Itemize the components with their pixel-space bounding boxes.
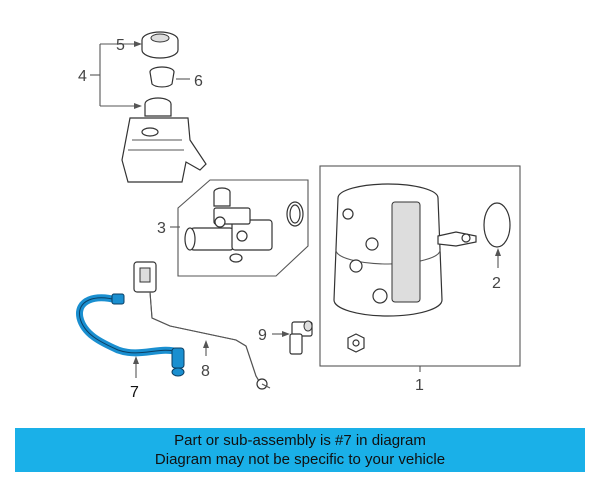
vacuum-sensor-part[interactable]: 9 — [258, 320, 313, 355]
info-banner: Part or sub-assembly is #7 in diagram Di… — [15, 428, 585, 472]
vacuum-line-part[interactable] — [133, 261, 271, 390]
parts-diagram: 4 5 6 3 — [76, 31, 521, 401]
banner-line-1: Part or sub-assembly is #7 in diagram — [174, 432, 426, 449]
callout-label-4[interactable]: 4 — [78, 68, 87, 85]
callout-group-1: 1 — [415, 366, 424, 394]
reservoir-cap-part[interactable] — [141, 31, 179, 59]
callout-label-6[interactable]: 6 — [194, 73, 203, 90]
callout-label-8[interactable]: 8 — [201, 363, 210, 380]
vacuum-hose-part-highlighted[interactable] — [76, 293, 185, 377]
booster-gasket-part[interactable]: 2 — [483, 202, 511, 292]
banner-line-2: Diagram may not be specific to your vehi… — [154, 451, 446, 468]
callout-label-3[interactable]: 3 — [157, 220, 166, 237]
callout-label-1[interactable]: 1 — [415, 377, 424, 394]
callout-label-9[interactable]: 9 — [258, 327, 267, 344]
callout-group-8: 8 — [201, 340, 210, 380]
brake-booster-group[interactable] — [319, 165, 521, 367]
callout-label-5[interactable]: 5 — [116, 37, 125, 54]
callout-label-7[interactable]: 7 — [130, 384, 139, 401]
brake-fluid-reservoir-part[interactable] — [121, 97, 207, 183]
master-cylinder-group[interactable]: 3 — [157, 179, 309, 277]
callout-group-7: 7 — [130, 356, 139, 401]
reservoir-filter-part[interactable] — [149, 66, 175, 88]
callout-label-2[interactable]: 2 — [492, 275, 501, 292]
callout-group-4: 4 5 6 — [78, 37, 203, 109]
